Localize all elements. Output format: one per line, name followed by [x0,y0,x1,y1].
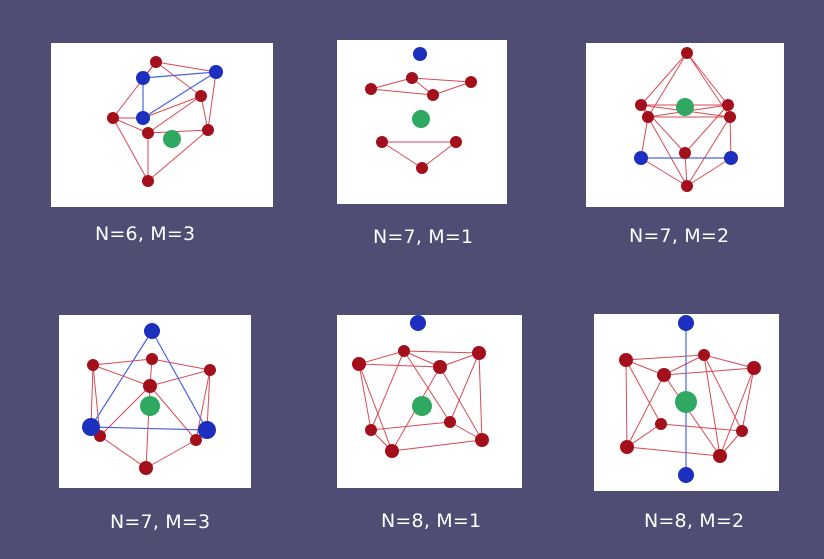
center-atom [140,396,160,416]
shell-atom [385,444,399,458]
cluster-panel-n8m2 [594,314,779,491]
shell-atom [190,434,202,446]
shell-atom [365,83,377,95]
cluster-label-n8m1: N=8, M=1 [381,510,482,532]
cap-atom [724,151,738,165]
shell-atom [657,368,671,382]
cap-atom [634,151,648,165]
cluster-label-n7m1: N=7, M=1 [373,226,474,248]
cap-atom [678,315,694,331]
cluster-diagram-n7m1 [365,47,477,174]
cap-atom [198,421,216,439]
shell-atom [107,112,119,124]
shell-atom [722,99,734,111]
cap-atom [136,111,150,125]
shell-atom [142,127,154,139]
shell-atom [352,357,366,371]
shell-atom [143,379,157,393]
cluster-label-n6m3: N=6, M=3 [95,223,196,245]
cluster-diagram-n7m3 [82,323,216,475]
shell-atom [679,147,691,159]
cap-atom [410,315,426,331]
shell-atom [146,353,158,365]
cluster-panel-n6m3 [51,43,273,207]
cluster-diagram-n7m2 [634,47,738,192]
cap-atom [136,71,150,85]
shell-atom [142,175,154,187]
cap-atom [144,323,160,339]
shell-atom [365,424,377,436]
shell-atom [376,136,388,148]
shell-atom [450,136,462,148]
shell-atom [655,418,667,430]
shell-atom [465,76,477,88]
shell-atom [642,111,654,123]
cluster-label-n7m2: N=7, M=2 [629,225,730,247]
center-atom [163,130,181,148]
shell-atom [87,359,99,371]
center-atom [412,110,430,128]
shell-atom [620,440,634,454]
shell-atom [713,449,727,463]
shell-atom [427,89,439,101]
cap-atom [678,467,694,483]
cluster-label-n7m3: N=7, M=3 [110,511,211,533]
shell-atom [150,56,162,68]
shell-atom [202,124,214,136]
shell-atom [444,416,456,428]
shell-atom [736,425,748,437]
cap-atom [82,418,100,436]
cluster-diagram-n8m1 [352,315,489,458]
shell-atom [681,180,693,192]
center-atom [412,396,432,416]
cluster-panel-n8m1 [337,315,522,488]
cap-atom [209,65,223,79]
center-atom [675,391,697,413]
shell-atom [724,111,736,123]
cluster-diagram-n8m2 [619,315,761,483]
shell-atom [681,47,693,59]
shell-atom [406,72,418,84]
shell-atom [416,162,428,174]
shell-atom [472,346,486,360]
shell-atom [398,345,410,357]
center-atom [676,98,694,116]
cluster-panel-n7m3 [59,315,251,488]
shell-atom [475,433,489,447]
cap-atom [413,47,427,61]
shell-atom [698,349,710,361]
cluster-panel-n7m2 [586,43,784,207]
cluster-diagram-n6m3 [107,56,223,187]
shell-atom [635,99,647,111]
shell-atom [139,461,153,475]
shell-atom [195,90,207,102]
shell-atom [619,353,633,367]
cluster-label-n8m2: N=8, M=2 [644,510,745,532]
shell-atom [204,364,216,376]
shell-atom [747,361,761,375]
shell-atom [433,360,447,374]
cluster-panel-n7m1 [337,40,507,204]
